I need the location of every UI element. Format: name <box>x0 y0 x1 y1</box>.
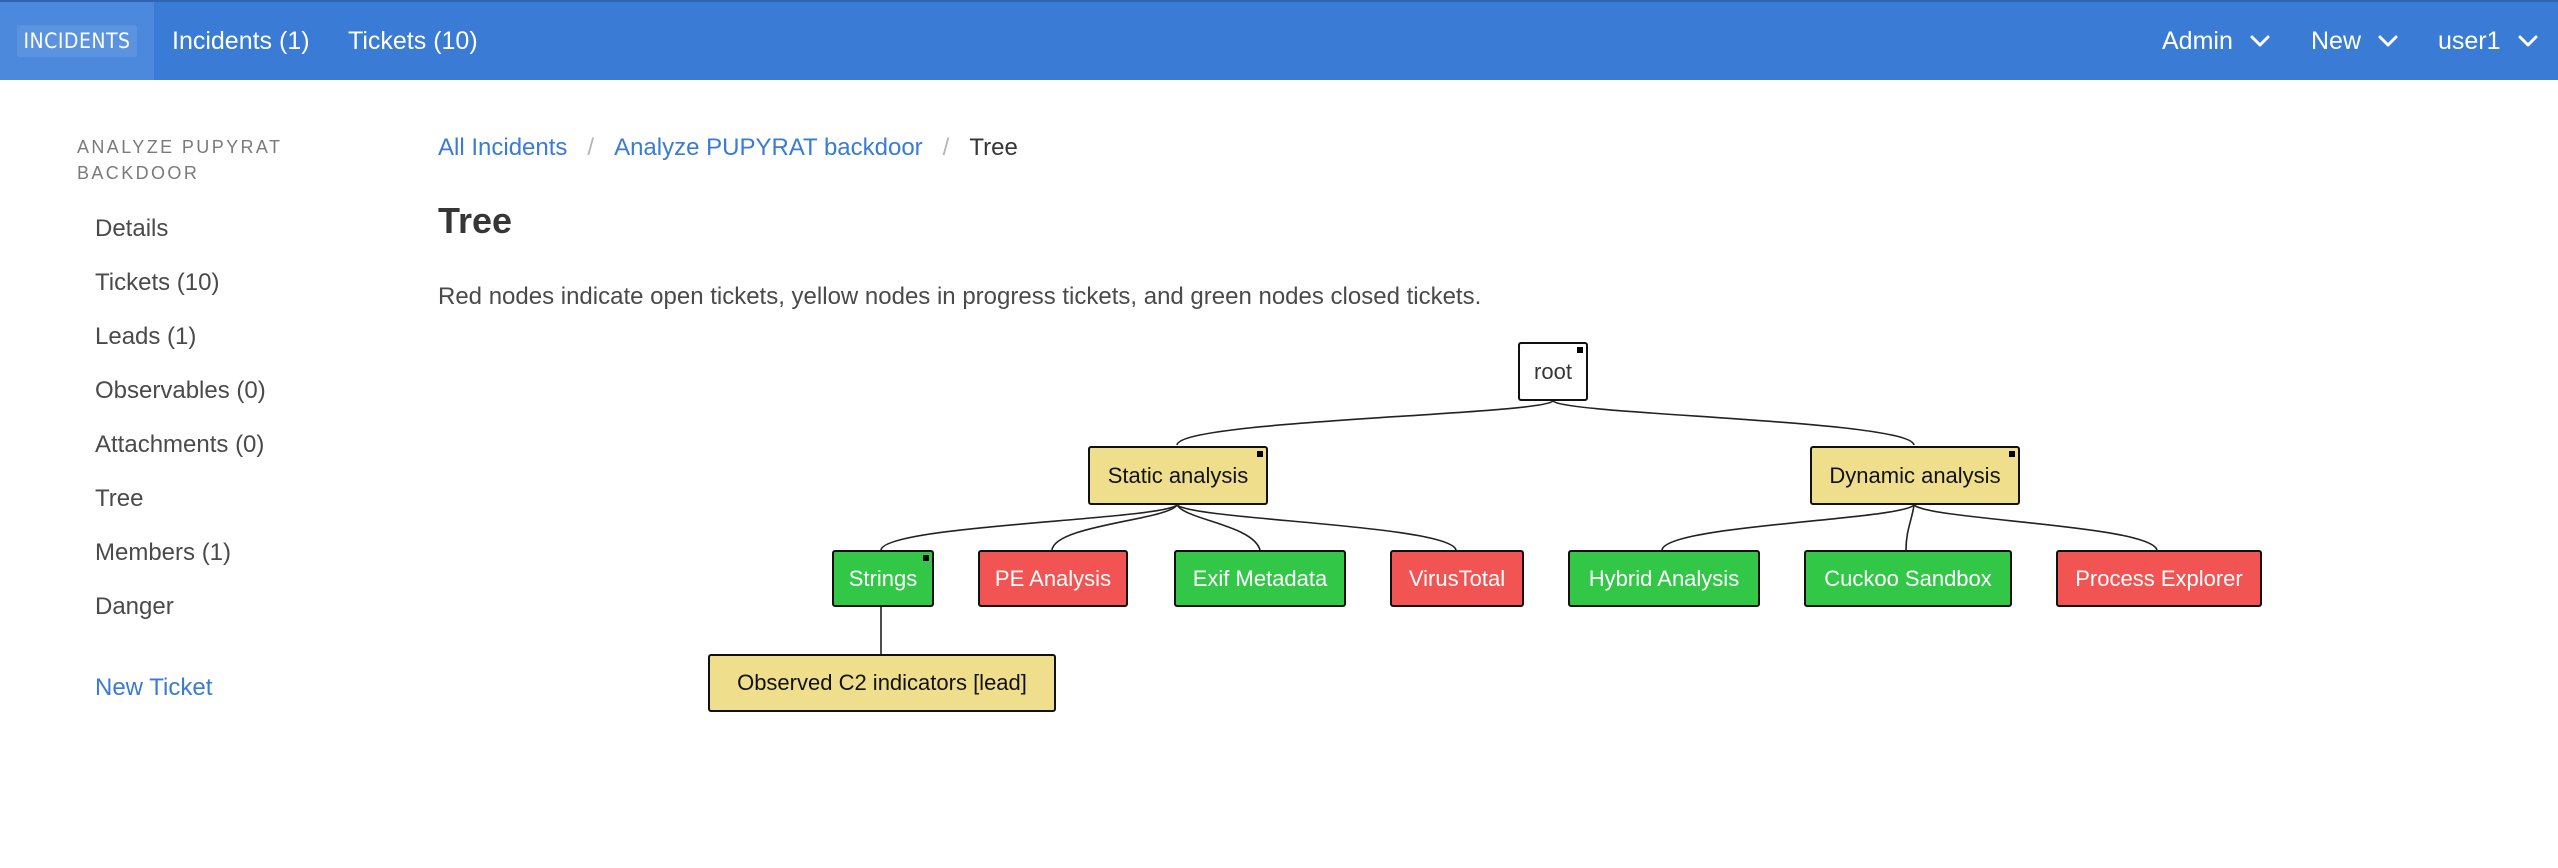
new-dropdown[interactable]: New <box>2311 2 2401 80</box>
tree-node-virustotal[interactable]: VirusTotal <box>1390 550 1524 607</box>
breadcrumb-current: Tree <box>969 134 1018 161</box>
tree-node-label: Exif Metadata <box>1192 565 1328 591</box>
sidebar-item-attachments[interactable]: Attachments (0) <box>95 431 265 458</box>
new-label: New <box>2311 26 2362 55</box>
breadcrumb-separator: / <box>942 134 950 161</box>
sidebar-item-tickets[interactable]: Tickets (10) <box>95 269 220 296</box>
nav-incidents[interactable]: Incidents (1) <box>172 26 310 55</box>
tree-node-observed-c2-indicators[interactable]: Observed C2 indicators [lead] <box>708 654 1056 712</box>
new-ticket-link[interactable]: New Ticket <box>95 674 213 701</box>
sidebar-item-observables[interactable]: Observables (0) <box>95 377 266 404</box>
brand-text: INCIDENTS <box>17 25 137 57</box>
breadcrumb: All Incidents / Analyze PUPYRAT backdoor… <box>438 134 1018 162</box>
breadcrumb-incident[interactable]: Analyze PUPYRAT backdoor <box>614 134 923 161</box>
tree-node-dynamic-analysis[interactable]: Dynamic analysis <box>1810 446 2020 505</box>
page-description: Red nodes indicate open tickets, yellow … <box>438 283 1482 310</box>
tree-node-process-explorer[interactable]: Process Explorer <box>2056 550 2262 607</box>
tree-node-label: Static analysis <box>1107 462 1249 488</box>
tree-node-static-analysis[interactable]: Static analysis <box>1088 446 1268 505</box>
chevron-down-icon <box>2378 35 2398 47</box>
tree-node-label: Dynamic analysis <box>1829 462 2001 488</box>
sidebar-item-tree[interactable]: Tree <box>95 485 144 512</box>
tree-edge <box>1176 504 1261 551</box>
tree-node-pe-analysis[interactable]: PE Analysis <box>978 550 1128 607</box>
node-marker-icon <box>923 555 929 561</box>
node-marker-icon <box>1577 347 1583 353</box>
tree-edge <box>1905 504 1915 551</box>
tree-node-label: Observed C2 indicators [lead] <box>737 670 1027 695</box>
sidebar-heading: ANALYZE PUPYRAT BACKDOOR <box>77 137 283 183</box>
tree-edge <box>1913 504 2158 551</box>
breadcrumb-separator: / <box>587 134 595 161</box>
tree-node-label: Hybrid Analysis <box>1588 565 1740 591</box>
chevron-down-icon <box>2518 35 2538 47</box>
tree-node-label: Process Explorer <box>2075 565 2243 591</box>
node-marker-icon <box>1257 451 1263 457</box>
chevron-down-icon <box>2250 35 2270 47</box>
page-title: Tree <box>438 200 513 241</box>
sidebar-item-leads[interactable]: Leads (1) <box>95 323 197 350</box>
tree-edge <box>1661 504 1915 551</box>
tree-node-label: root <box>1534 358 1572 384</box>
tree-node-strings[interactable]: Strings <box>832 550 934 607</box>
tree-node-exif-metadata[interactable]: Exif Metadata <box>1174 550 1346 607</box>
tree-edge <box>1176 400 1554 446</box>
tree-node-label: PE Analysis <box>994 565 1112 591</box>
sidebar-item-details[interactable]: Details <box>95 215 169 242</box>
tree-edge <box>1552 400 1915 446</box>
tree-edge <box>1176 504 1457 551</box>
sidebar-item-danger[interactable]: Danger <box>95 593 174 620</box>
tree-node-hybrid-analysis[interactable]: Hybrid Analysis <box>1568 550 1760 607</box>
tree-node-label: Strings <box>848 565 918 591</box>
admin-dropdown[interactable]: Admin <box>2162 2 2273 80</box>
brand-logo[interactable]: INCIDENTS <box>0 2 154 80</box>
top-navbar: INCIDENTS Incidents (1) Tickets (10) Adm… <box>0 0 2558 80</box>
nav-tickets[interactable]: Tickets (10) <box>348 26 478 55</box>
tree-node-label: VirusTotal <box>1408 565 1506 591</box>
tree-node-label: Cuckoo Sandbox <box>1824 565 1992 591</box>
node-marker-icon <box>2009 451 2015 457</box>
sidebar-item-members[interactable]: Members (1) <box>95 539 232 566</box>
admin-label: Admin <box>2162 26 2233 55</box>
user-dropdown[interactable]: user1 <box>2438 2 2541 80</box>
tree-node-root[interactable]: root <box>1518 342 1588 401</box>
user-label: user1 <box>2438 26 2501 55</box>
breadcrumb-all-incidents[interactable]: All Incidents <box>438 134 568 161</box>
tree-edge <box>880 504 1178 551</box>
tree-node-cuckoo-sandbox[interactable]: Cuckoo Sandbox <box>1804 550 2012 607</box>
tree-edge <box>1051 504 1178 551</box>
